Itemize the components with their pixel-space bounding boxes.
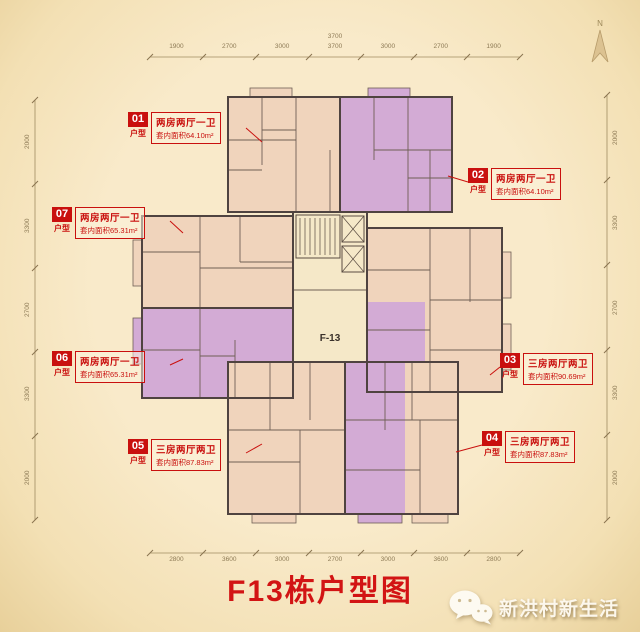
- dimension-value: 1900: [169, 43, 184, 50]
- label-leader-lines: [169, 127, 501, 454]
- dimension-value: 2000: [23, 470, 31, 486]
- balconies: [132, 87, 512, 524]
- dimension-value: 2800: [169, 556, 184, 563]
- unit-areas: [142, 97, 502, 514]
- elevator-1: [341, 215, 365, 243]
- dimension-value: 2700: [327, 556, 343, 563]
- unit-area: 套内面积87.83m²: [510, 450, 568, 459]
- unit-type-label: 户型: [54, 224, 70, 233]
- unit-number: 05: [128, 439, 148, 454]
- unit-type-label: 户型: [130, 129, 146, 138]
- dimension-value: 3300: [611, 215, 619, 230]
- unit-rooms: 两房两厅一卫: [80, 213, 141, 224]
- unit-type-label: 户型: [130, 456, 146, 465]
- unit-area: 套内面积87.83m²: [156, 458, 214, 467]
- dimension-strip-right: 2000 3300 2700 3300 2000: [610, 95, 622, 520]
- page-title: F13栋户型图: [227, 575, 413, 608]
- unit-number: 03: [500, 353, 520, 368]
- north-arrow-icon: N: [591, 19, 609, 63]
- unit-rooms: 三房两厅两卫: [528, 359, 589, 370]
- wechat-icon: [449, 590, 493, 625]
- dimension-value: 2000: [611, 470, 619, 485]
- unit-type-label: 户型: [470, 185, 486, 194]
- unit-area: 套内面积65.31m²: [80, 226, 138, 235]
- dimension-value: 3600: [433, 556, 448, 563]
- dimension-value: 3000: [380, 43, 396, 50]
- dimension-value: 1900: [486, 43, 501, 50]
- unit-01-area: [228, 97, 340, 212]
- unit-type-label: 户型: [54, 368, 70, 377]
- dimension-lines: [31, 53, 611, 557]
- north-label: N: [597, 19, 603, 28]
- dimension-strip-left: 2000 3300 2700 3300 2000: [22, 100, 34, 520]
- dimension-value: 2700: [222, 43, 237, 50]
- dimension-total-top: 3700: [327, 33, 343, 40]
- unit-rooms: 两房两厅一卫: [496, 174, 557, 185]
- dimension-value: 3300: [23, 218, 31, 234]
- dimension-value: 3000: [274, 556, 290, 563]
- unit-label-01: 01 户型 两房两厅一卫套内面积64.10m²: [128, 112, 222, 144]
- unit-label-07: 07 户型 两房两厅一卫套内面积65.31m²: [52, 207, 146, 239]
- dimension-strip-top: 1900 2700 3000 3700 3000 2700 1900: [150, 43, 520, 51]
- unit-label-05: 05 户型 三房两厅两卫套内面积87.83m²: [128, 439, 222, 471]
- dimension-value: 2800: [486, 556, 501, 563]
- dimension-strip-bottom: 2800 3600 3000 2700 3000 3600 2800: [150, 556, 520, 564]
- dimension-value: 2700: [433, 43, 448, 50]
- stair-core: [295, 214, 365, 273]
- dimension-value: 3600: [222, 556, 237, 563]
- unit-type-label: 户型: [502, 370, 518, 379]
- dimension-value: 3000: [274, 43, 290, 50]
- unit-area: 套内面积64.10m²: [156, 131, 214, 140]
- building-code: F-13: [320, 333, 341, 344]
- dimension-value: 3300: [611, 385, 619, 400]
- unit-number: 04: [482, 431, 502, 446]
- unit-02-area: [340, 97, 452, 212]
- unit-area: 套内面积90.69m²: [528, 372, 586, 381]
- unit-rooms: 两房两厅一卫: [156, 118, 217, 129]
- dimension-value: 2700: [611, 300, 619, 315]
- unit-04-area: [345, 362, 405, 514]
- unit-label-02: 02 户型 两房两厅一卫套内面积64.10m²: [468, 168, 562, 200]
- unit-number: 01: [128, 112, 148, 127]
- unit-number: 06: [52, 351, 72, 366]
- unit-area: 套内面积65.31m²: [80, 370, 138, 379]
- wechat-account-name: 新洪村新生活: [499, 598, 620, 620]
- unit-rooms: 三房两厅两卫: [156, 445, 217, 456]
- unit-rooms: 三房两厅两卫: [510, 437, 571, 448]
- unit-area: 套内面积64.10m²: [496, 187, 554, 196]
- dimension-value: 3700: [327, 43, 343, 50]
- unit-label-03: 03 户型 三房两厅两卫套内面积90.69m²: [500, 353, 594, 385]
- dimension-value: 2700: [23, 302, 31, 318]
- unit-05-area: [228, 362, 345, 514]
- wechat-badge: 新洪村新生活: [448, 589, 619, 625]
- elevator-2: [341, 245, 365, 273]
- unit-type-label: 户型: [484, 448, 500, 457]
- unit-label-06: 06 户型 两房两厅一卫套内面积65.31m²: [52, 351, 146, 383]
- outer-walls: [141, 96, 503, 515]
- unit-number: 02: [468, 168, 488, 183]
- unit-rooms: 两房两厅一卫: [80, 357, 141, 368]
- unit-number: 07: [52, 207, 72, 222]
- dimension-value: 2000: [611, 130, 619, 145]
- unit-label-04: 04 户型 三房两厅两卫套内面积87.83m²: [482, 431, 576, 463]
- dimension-value: 2000: [23, 134, 31, 150]
- dimension-value: 3300: [23, 386, 31, 402]
- dimension-value: 3000: [380, 556, 396, 563]
- unit-04-area-right: [405, 362, 458, 514]
